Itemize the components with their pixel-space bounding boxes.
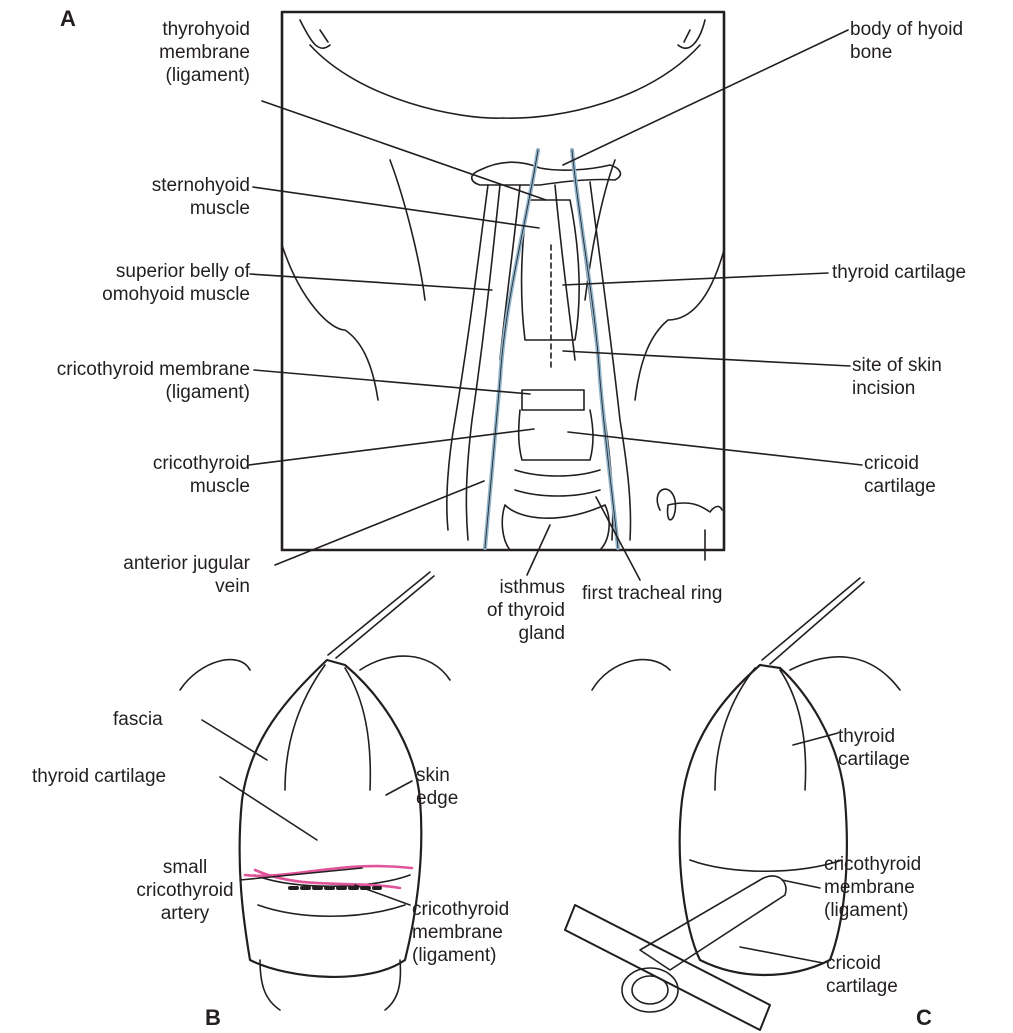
thyroid-isthmus [502, 505, 609, 550]
cricoid-cartilage-shape [519, 410, 593, 460]
label-cricothyroid-muscle: cricothyroid muscle [153, 452, 250, 498]
label-first-tracheal-ring: first tracheal ring [582, 582, 722, 605]
label-sternohyoid-muscle: sternohyoid muscle [152, 174, 250, 220]
label-thyroid-cartilage-b: thyroid cartilage [32, 765, 166, 788]
panel-a-letter: A [60, 6, 76, 32]
label-skin-edge: skin edge [416, 764, 458, 810]
cricothyroid-hatching-c [690, 860, 842, 871]
retractor-b [328, 572, 434, 658]
label-cricoid-cartilage-a: cricoid cartilage [864, 452, 936, 498]
panel-a-drawing [249, 12, 862, 580]
label-thyroid-isthmus: isthmus of thyroid gland [487, 576, 565, 645]
label-fascia: fascia [113, 708, 163, 731]
jaw-outline [310, 45, 700, 118]
label-cricothyroid-membrane-c: cricothyroid membrane (ligament) [824, 853, 921, 922]
jaw-right-detail [678, 20, 705, 48]
panel-c-letter: C [916, 1005, 932, 1031]
cricothyroid-membrane-shape [522, 390, 584, 410]
cricothyroid-hatching-b [255, 875, 410, 916]
label-thyroid-cartilage-c: thyroid cartilage [838, 725, 910, 771]
tracheal-rings [515, 470, 600, 496]
label-thyroid-cartilage-a: thyroid cartilage [832, 261, 966, 284]
jaw-left-detail [300, 20, 330, 48]
incision-b-outline [240, 660, 422, 977]
label-omohyoid-muscle: superior belly of omohyoid muscle [102, 260, 250, 306]
jugular-vein-left [485, 150, 538, 548]
panel-b-drawing [180, 572, 450, 1010]
neck-right-contour [635, 250, 724, 400]
panel-b-letter: B [205, 1005, 221, 1031]
label-hyoid-bone: body of hyoid bone [850, 18, 963, 64]
label-small-cricothyroid-artery: small cricothyroid artery [130, 856, 240, 925]
retractor-c [762, 578, 864, 664]
label-anterior-jugular-vein: anterior jugular vein [123, 552, 250, 598]
label-thyrohyoid-membrane: thyrohyoid membrane (ligament) [159, 18, 250, 87]
label-skin-incision-site: site of skin incision [852, 354, 942, 400]
small-artery-b-2 [255, 870, 400, 888]
incision-c-outline [680, 665, 847, 975]
label-cricoid-cartilage-c: cricoid cartilage [826, 952, 898, 998]
label-cricothyroid-membrane-b: cricothyroid membrane (ligament) [412, 898, 509, 967]
skin-flap-c [592, 657, 900, 690]
label-cricothyroid-membrane-a: cricothyroid membrane (ligament) [57, 358, 250, 404]
